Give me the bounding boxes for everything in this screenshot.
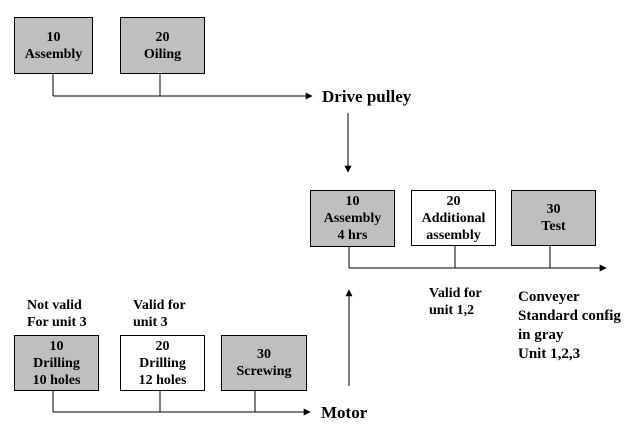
op-number: 10 bbox=[345, 194, 360, 209]
motor-op-30-box: 30 Screwing bbox=[221, 335, 307, 391]
note-line: unit 3 bbox=[133, 315, 168, 330]
conveyer-validity-note: Valid for unit 1,2 bbox=[429, 285, 482, 319]
op-number: 10 bbox=[46, 29, 61, 45]
drive-pulley-label: Drive pulley bbox=[322, 87, 412, 106]
note-line: For unit 3 bbox=[27, 315, 87, 330]
motor-op-10-validity-note: Not valid For unit 3 bbox=[27, 297, 87, 331]
note-line: Valid for bbox=[429, 286, 482, 301]
op-description: Test bbox=[541, 219, 566, 234]
op-number: 20 bbox=[155, 29, 170, 45]
legend-line: Unit 1,2,3 bbox=[518, 346, 581, 362]
motor-op-20-box: 20 Drilling 12 holes bbox=[120, 335, 205, 391]
conveyer-op-30-box: 30 Test bbox=[511, 190, 596, 246]
op-number: 30 bbox=[257, 347, 271, 362]
motor-op-10-box: 10 Drilling 10 holes bbox=[14, 335, 99, 391]
conveyer-legend: Conveyer Standard config in gray Unit 1,… bbox=[518, 288, 621, 364]
note-line: unit 1,2 bbox=[429, 303, 475, 318]
op-description-2: assembly bbox=[426, 227, 481, 243]
op-detail: 12 holes bbox=[138, 372, 187, 388]
note-line: Valid for bbox=[133, 298, 186, 313]
motor-op-20-validity-note: Valid for unit 3 bbox=[133, 297, 186, 331]
op-number: 10 bbox=[49, 338, 64, 354]
op-description: Oiling bbox=[143, 46, 182, 62]
op-description: Screwing bbox=[236, 364, 292, 379]
op-duration: 4 hrs bbox=[337, 228, 368, 243]
conveyer-op-10-box: 10 Assembly 4 hrs bbox=[310, 190, 395, 247]
op-description: Assembly bbox=[323, 211, 382, 226]
legend-line: in gray bbox=[518, 327, 564, 343]
op-number: 30 bbox=[546, 202, 561, 217]
op-description: Assembly bbox=[24, 46, 83, 62]
op-description: Drilling bbox=[33, 355, 80, 371]
motor-label: Motor bbox=[321, 403, 368, 422]
drive-pulley-op-20-box: 20 Oiling bbox=[120, 17, 205, 74]
drive-pulley-op-10-box: 10 Assembly bbox=[14, 17, 93, 74]
op-description: Additional bbox=[421, 210, 486, 226]
conveyer-op-20-box: 20 Additional assembly bbox=[411, 190, 496, 246]
op-detail: 10 holes bbox=[32, 372, 81, 388]
op-description: Drilling bbox=[139, 355, 186, 371]
legend-line: Conveyer bbox=[518, 289, 580, 305]
op-number: 20 bbox=[155, 338, 170, 354]
legend-line: Standard config bbox=[518, 308, 621, 324]
op-number: 20 bbox=[446, 193, 461, 209]
note-line: Not valid bbox=[27, 298, 82, 313]
